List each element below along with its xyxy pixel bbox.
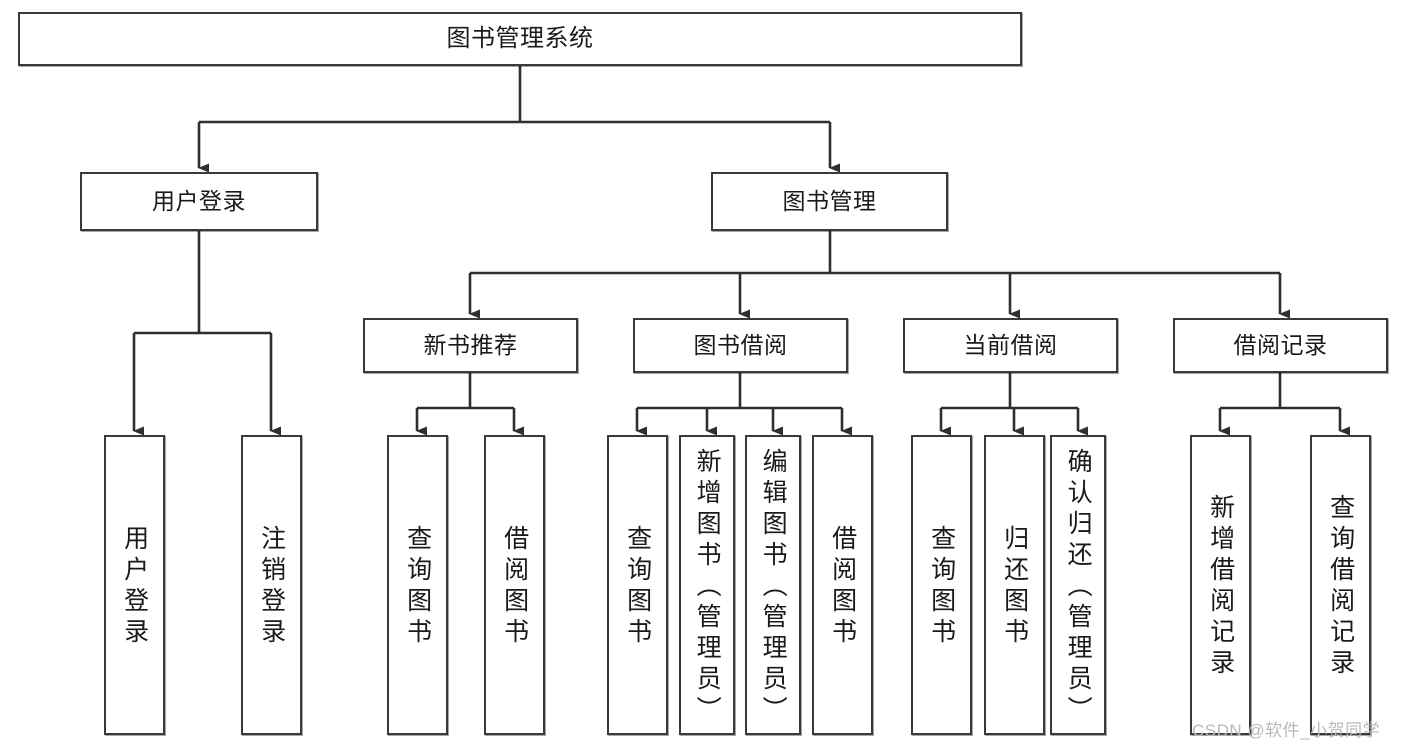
- node-leaf-user-login[interactable]: 用户登录: [104, 435, 165, 735]
- node-leaf-borrow-book-1-label: 借阅图书: [500, 525, 529, 649]
- node-book-manage-label: 图书管理: [782, 187, 877, 214]
- node-leaf-add-book-label: 新增图书（管理员）: [693, 447, 722, 727]
- node-leaf-query-book-3[interactable]: 查询图书: [911, 435, 972, 735]
- node-user-login[interactable]: 用户登录: [80, 172, 318, 231]
- node-borrow-record[interactable]: 借阅记录: [1173, 318, 1388, 373]
- node-leaf-edit-book[interactable]: 编辑图书（管理员）: [745, 435, 801, 735]
- node-leaf-borrow-book-1[interactable]: 借阅图书: [484, 435, 545, 735]
- node-new-book-rec[interactable]: 新书推荐: [363, 318, 578, 373]
- node-leaf-query-book-3-label: 查询图书: [927, 525, 956, 649]
- node-leaf-return-book[interactable]: 归还图书: [984, 435, 1045, 735]
- node-leaf-borrow-book-2[interactable]: 借阅图书: [812, 435, 873, 735]
- node-leaf-query-book-1[interactable]: 查询图书: [387, 435, 448, 735]
- node-leaf-query-book-1-label: 查询图书: [403, 525, 432, 649]
- node-leaf-logout-label: 注销登录: [257, 525, 286, 649]
- node-leaf-query-record-label: 查询借阅记录: [1326, 494, 1355, 680]
- node-leaf-add-record-label: 新增借阅记录: [1206, 494, 1235, 680]
- node-book-borrow-label: 图书借阅: [693, 331, 788, 358]
- node-borrow-record-label: 借阅记录: [1233, 331, 1328, 358]
- node-book-borrow[interactable]: 图书借阅: [633, 318, 848, 373]
- node-leaf-user-login-label: 用户登录: [120, 525, 149, 649]
- node-leaf-query-book-2-label: 查询图书: [623, 525, 652, 649]
- node-leaf-return-book-label: 归还图书: [1000, 525, 1029, 649]
- node-leaf-confirm-return-label: 确认归还（管理员）: [1064, 447, 1093, 727]
- node-leaf-query-book-2[interactable]: 查询图书: [607, 435, 668, 735]
- node-book-manage[interactable]: 图书管理: [711, 172, 948, 231]
- node-new-book-rec-label: 新书推荐: [423, 331, 518, 358]
- node-root-label: 图书管理系统: [446, 24, 594, 52]
- node-leaf-add-book[interactable]: 新增图书（管理员）: [679, 435, 735, 735]
- node-leaf-edit-book-label: 编辑图书（管理员）: [759, 447, 788, 727]
- node-current-borrow[interactable]: 当前借阅: [903, 318, 1118, 373]
- node-current-borrow-label: 当前借阅: [963, 331, 1058, 358]
- watermark: CSDN @软件_小贺同学: [1192, 721, 1381, 740]
- node-leaf-add-record[interactable]: 新增借阅记录: [1190, 435, 1251, 735]
- node-leaf-confirm-return[interactable]: 确认归还（管理员）: [1050, 435, 1106, 735]
- node-leaf-borrow-book-2-label: 借阅图书: [828, 525, 857, 649]
- node-leaf-query-record[interactable]: 查询借阅记录: [1310, 435, 1371, 735]
- node-root[interactable]: 图书管理系统: [18, 12, 1022, 66]
- node-leaf-logout[interactable]: 注销登录: [241, 435, 302, 735]
- node-user-login-label: 用户登录: [152, 187, 246, 214]
